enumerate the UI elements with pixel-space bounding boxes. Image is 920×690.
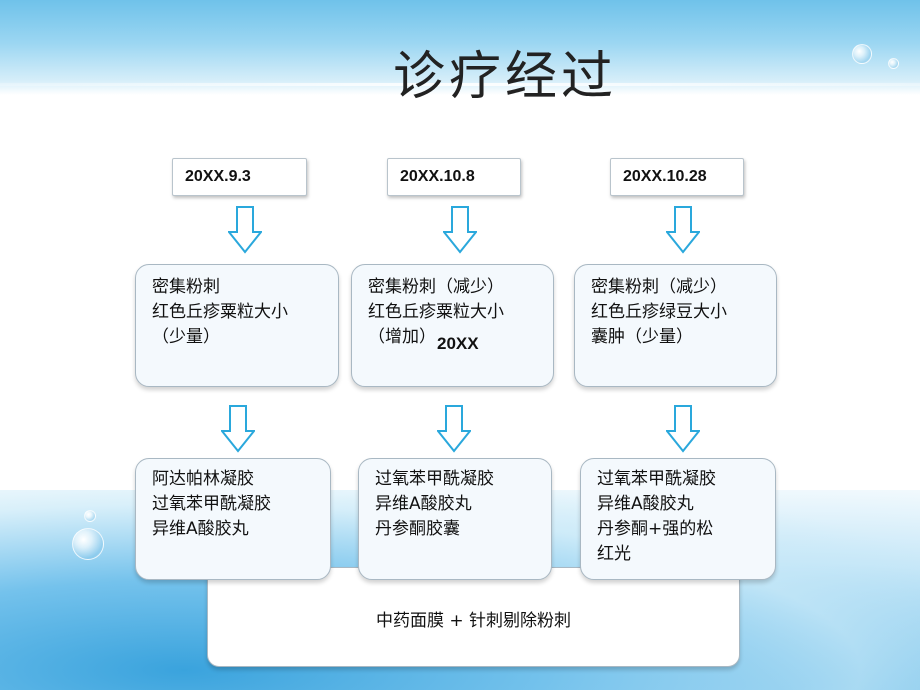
treatment-line: 阿达帕林凝胶	[152, 469, 254, 489]
water-droplet	[888, 58, 899, 69]
down-arrow-icon	[437, 405, 471, 453]
date-box-1: 20XX.9.3	[172, 158, 307, 196]
treatment-line: 红光	[597, 544, 631, 564]
symptom-card-2: 密集粉刺（减少） 红色丘疹粟粒大小 （增加）	[351, 264, 554, 387]
down-arrow-icon	[666, 206, 700, 254]
combined-treatment-box: 中药面膜 + 针刺剔除粉刺	[207, 567, 740, 667]
symptom-card-1: 密集粉刺 红色丘疹粟粒大小 （少量）	[135, 264, 339, 387]
symptom-line: 红色丘疹粟粒大小	[152, 302, 288, 322]
date-box-2: 20XX.10.8	[387, 158, 521, 196]
header-band	[0, 0, 920, 95]
down-arrow-icon	[443, 206, 477, 254]
header-divider	[0, 83, 920, 86]
treatment-line: 过氧苯甲酰凝胶	[597, 469, 716, 489]
overlay-label: 20XX	[437, 334, 479, 353]
down-arrow-icon	[228, 206, 262, 254]
water-droplet	[84, 510, 96, 522]
date-box-3: 20XX.10.28	[610, 158, 744, 196]
symptom-card-3: 密集粉刺（减少） 红色丘疹绿豆大小 囊肿（少量）	[574, 264, 777, 387]
treatment-card-3: 过氧苯甲酰凝胶 异维A酸胶丸 丹参酮+强的松 红光	[580, 458, 776, 580]
treatment-card-1: 阿达帕林凝胶 过氧苯甲酰凝胶 异维A酸胶丸	[135, 458, 331, 580]
symptom-line: （少量）	[152, 327, 220, 347]
treatment-line: 过氧苯甲酰凝胶	[375, 469, 494, 489]
symptom-line: 红色丘疹粟粒大小	[368, 302, 504, 322]
symptom-line: 密集粉刺（减少）	[368, 277, 504, 297]
treatment-line: 丹参酮胶囊	[375, 519, 460, 539]
treatment-line: 异维A酸胶丸	[375, 494, 472, 514]
down-arrow-icon	[666, 405, 700, 453]
treatment-line: 丹参酮+强的松	[597, 519, 714, 539]
treatment-line: 异维A酸胶丸	[152, 519, 249, 539]
water-droplet	[852, 44, 872, 64]
down-arrow-icon	[221, 405, 255, 453]
symptom-line: 密集粉刺（减少）	[591, 277, 727, 297]
treatment-line: 异维A酸胶丸	[597, 494, 694, 514]
slide-title: 诊疗经过	[392, 47, 617, 107]
treatment-line: 过氧苯甲酰凝胶	[152, 494, 271, 514]
symptom-line: 红色丘疹绿豆大小	[591, 302, 727, 322]
symptom-line: （增加）	[368, 327, 436, 347]
symptom-line: 密集粉刺	[152, 277, 220, 297]
combined-treatment-label: 中药面膜 + 针刺剔除粉刺	[375, 611, 572, 631]
water-droplet	[72, 528, 104, 560]
treatment-card-2: 过氧苯甲酰凝胶 异维A酸胶丸 丹参酮胶囊	[358, 458, 552, 580]
symptom-line: 囊肿（少量）	[591, 327, 693, 347]
